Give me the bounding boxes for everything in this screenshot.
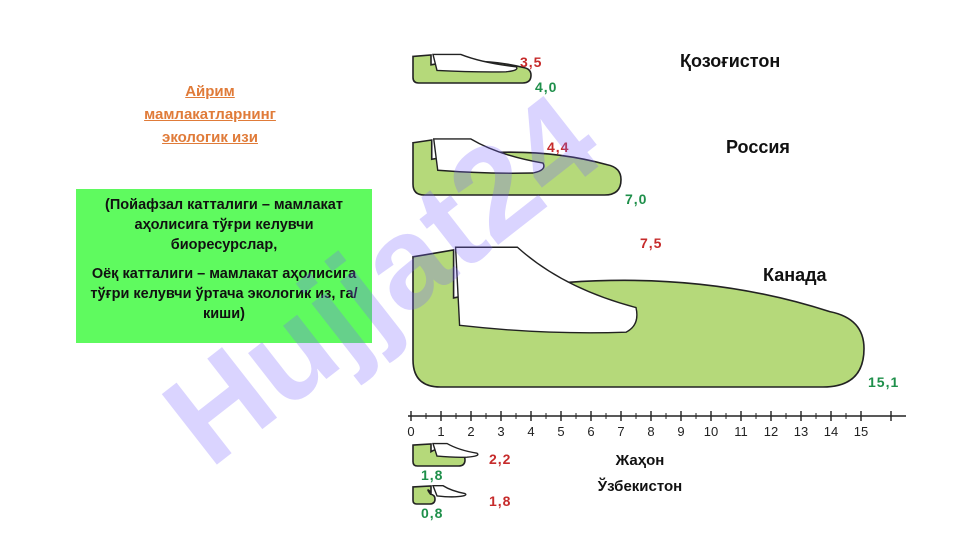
slide-title: Айрим мамлакатларнинг экологик изи bbox=[105, 80, 315, 149]
foot-shape bbox=[432, 442, 479, 458]
value-label-shoe: 7,5 bbox=[640, 235, 662, 251]
value-label-footprint: 7,0 bbox=[625, 191, 647, 207]
value-label-shoe: 4,4 bbox=[547, 139, 569, 155]
explanation-box: (Пойафзал катталиги – мамлакат аҳолисига… bbox=[76, 189, 372, 343]
value-label-shoe: 3,5 bbox=[520, 54, 542, 70]
x-tick-label: 8 bbox=[647, 424, 654, 439]
foot-shape bbox=[432, 138, 545, 174]
foot-shape bbox=[431, 484, 467, 498]
value-label-shoe: 1,8 bbox=[489, 493, 511, 509]
x-tick-label: 14 bbox=[824, 424, 838, 439]
title-line-3: экологик изи bbox=[162, 129, 258, 146]
value-label-shoe: 2,2 bbox=[489, 451, 511, 467]
shoe-shape bbox=[412, 485, 436, 505]
country-label: Канада bbox=[763, 265, 828, 285]
country-label: Жаҳон bbox=[615, 452, 665, 469]
x-tick-label: 3 bbox=[497, 424, 504, 439]
x-tick-label: 1 bbox=[437, 424, 444, 439]
foot-shape bbox=[454, 246, 638, 334]
country-label: Қозоғистон bbox=[680, 51, 780, 71]
value-label-footprint: 1,8 bbox=[421, 467, 443, 483]
foot-shape bbox=[432, 53, 518, 73]
title-line-1: Айрим bbox=[185, 83, 235, 100]
country-label: Россия bbox=[726, 137, 790, 157]
x-tick-label: 13 bbox=[794, 424, 808, 439]
title-line-2: мамлакатларнинг bbox=[144, 106, 276, 123]
x-tick-label: 12 bbox=[764, 424, 778, 439]
x-tick-label: 11 bbox=[734, 424, 748, 439]
x-tick-label: 0 bbox=[407, 424, 414, 439]
x-tick-label: 9 bbox=[677, 424, 684, 439]
x-tick-label: 5 bbox=[557, 424, 564, 439]
x-tick-label: 7 bbox=[617, 424, 624, 439]
x-tick-label: 4 bbox=[527, 424, 534, 439]
country-label: Ўзбекистон bbox=[597, 477, 682, 495]
value-label-footprint: 0,8 bbox=[421, 505, 443, 521]
x-tick-label: 6 bbox=[587, 424, 594, 439]
value-label-footprint: 4,0 bbox=[535, 79, 557, 95]
x-tick-label: 15 bbox=[854, 424, 868, 439]
explanation-paragraph-2: Оёқ катталиги – мамлакат аҳолисига тўғри… bbox=[90, 266, 358, 322]
x-tick-label: 10 bbox=[704, 424, 718, 439]
value-label-footprint: 15,1 bbox=[868, 374, 899, 390]
shoe-shape bbox=[412, 249, 865, 388]
explanation-paragraph-1: (Пойафзал катталиги – мамлакат аҳолисига… bbox=[105, 197, 343, 253]
x-tick-label: 2 bbox=[467, 424, 474, 439]
